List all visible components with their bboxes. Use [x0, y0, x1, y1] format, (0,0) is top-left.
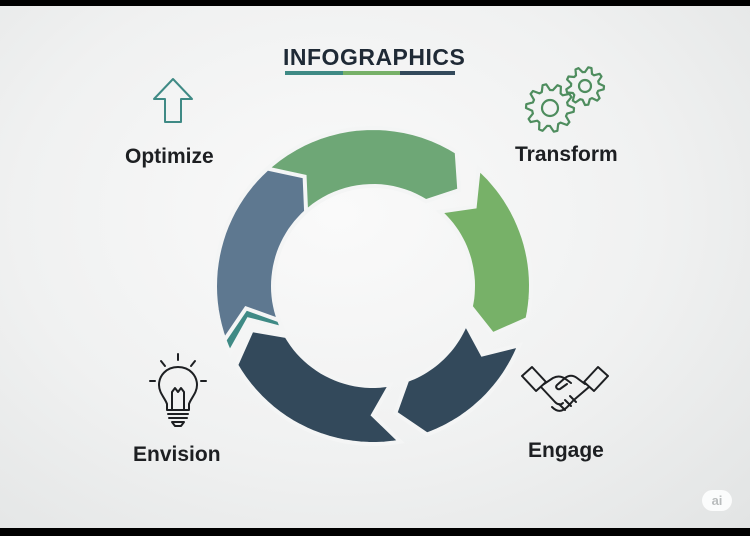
infographic-canvas: INFOGRAPHICS Optimize Transform — [0, 6, 750, 528]
gears-icon — [524, 66, 606, 133]
ring-segment-dark-slate-short — [392, 318, 523, 437]
label-transform: Transform — [515, 143, 618, 166]
label-optimize: Optimize — [125, 145, 214, 168]
handshake-icon — [521, 366, 609, 412]
gear-large-hub — [540, 98, 560, 118]
cycle-ring — [212, 125, 534, 447]
gear-large — [524, 83, 576, 133]
label-engage: Engage — [528, 439, 604, 462]
lightbulb-icon — [149, 353, 207, 427]
page-title: INFOGRAPHICS — [283, 44, 466, 70]
gear-small — [565, 66, 606, 107]
ring-segment-slate — [212, 166, 309, 345]
watermark-badge: ai — [702, 490, 732, 511]
up-arrow-icon — [153, 78, 193, 123]
title-underline-green — [343, 71, 400, 75]
ring-segment-green — [435, 164, 534, 337]
ring-segment-dark-slate-long — [233, 327, 405, 447]
label-envision: Envision — [133, 443, 221, 466]
gear-small-hub — [577, 78, 593, 94]
title-underline-teal — [285, 71, 343, 75]
title-underline-slate — [400, 71, 455, 75]
